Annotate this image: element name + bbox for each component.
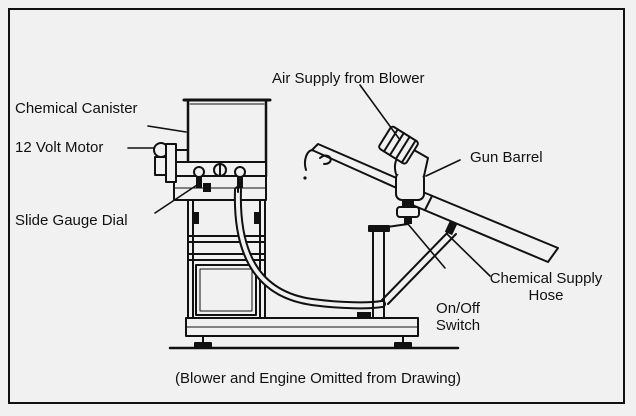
label-chemical-supply-hose: Chemical Supply Hose	[488, 270, 604, 304]
gun-body	[379, 171, 425, 229]
label-onoff-line2: Switch	[435, 317, 481, 334]
battery-box	[195, 264, 257, 316]
foot-left	[194, 335, 212, 349]
label-onoff-line1: On/Off	[436, 300, 480, 317]
gun-barrel	[409, 189, 559, 263]
label-onoff-switch: On/Off Switch	[426, 300, 490, 334]
foot-right	[394, 335, 412, 349]
diagram-caption: (Blower and Engine Omitted from Drawing)	[175, 370, 461, 387]
air-supply-elbow	[378, 125, 429, 177]
slide-gauge-dials	[193, 163, 246, 192]
leader-lines	[127, 84, 491, 277]
label-slide-gauge-dial: Slide Gauge Dial	[15, 212, 128, 229]
label-chemical-canister: Chemical Canister	[15, 100, 138, 117]
diagram-border	[8, 8, 625, 404]
label-chemical-supply-line2: Hose	[528, 287, 564, 304]
label-chemical-supply-line1: Chemical Supply	[489, 270, 603, 287]
label-air-supply: Air Supply from Blower	[272, 70, 425, 87]
motor	[153, 142, 189, 183]
gun-stand	[357, 220, 458, 319]
label-12-volt-motor: 12 Volt Motor	[15, 139, 104, 156]
label-gun-barrel: Gun Barrel	[470, 149, 543, 166]
